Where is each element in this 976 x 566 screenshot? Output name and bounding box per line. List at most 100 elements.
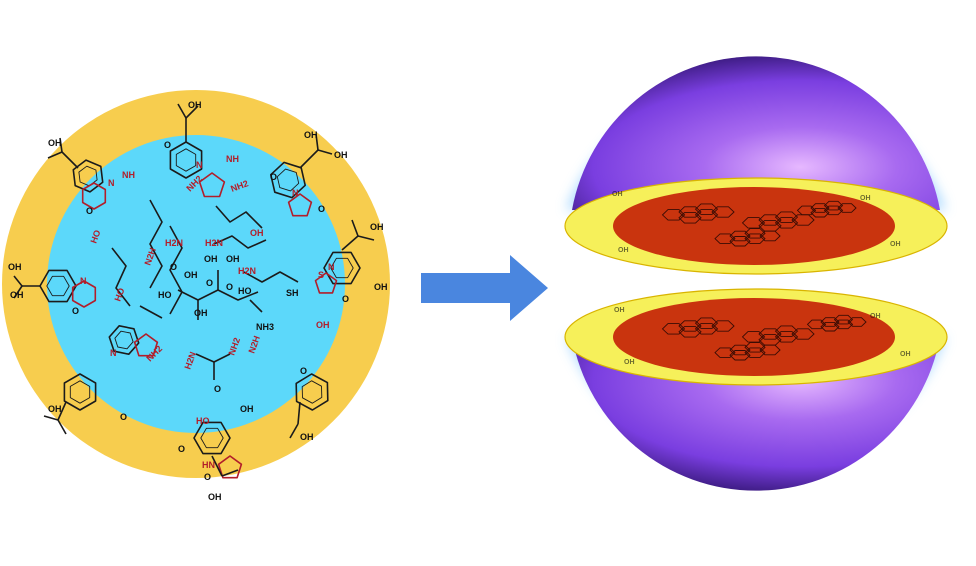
substituent-bond	[59, 137, 63, 153]
lower-cross-section	[564, 288, 948, 386]
right-arrow-icon	[421, 255, 548, 321]
aromatic-inner-ring	[175, 148, 197, 172]
hydroxyl-label: OH	[300, 432, 314, 442]
aromatic-domain	[678, 212, 702, 224]
aromatic-inner-ring	[46, 275, 70, 297]
aromatic-inner-ring	[330, 257, 354, 279]
substituent-bond	[315, 133, 319, 151]
aromatic-ring	[323, 251, 361, 285]
heterocycle-ring	[287, 193, 313, 217]
lower-disc-core	[613, 298, 895, 376]
nitrogen-label: N	[196, 160, 203, 170]
carbonyl-label: O	[72, 306, 79, 316]
nitrogen-label: NH	[122, 170, 135, 180]
aromatic-domain	[759, 344, 781, 356]
aromatic-domain	[744, 347, 766, 358]
aromatic-ring	[193, 421, 231, 455]
aromatic-domain	[810, 203, 830, 213]
aromatic-domain	[833, 319, 854, 330]
aromatic-domain	[820, 321, 840, 332]
hydroxyl-label: OH	[374, 282, 388, 292]
aromatic-domain	[774, 211, 799, 223]
citric-acid-label: OH	[194, 308, 208, 318]
aromatic-domain	[714, 233, 736, 244]
aromatic-domain	[729, 350, 751, 361]
carbon-chain	[149, 199, 163, 289]
aromatic-domain	[741, 217, 766, 229]
hydroxyl-label: OH	[240, 404, 254, 414]
aromatic-domain	[661, 209, 686, 221]
substituent-bond	[351, 219, 359, 237]
substituent-bond	[177, 103, 187, 119]
citric-acid-label: O	[226, 282, 233, 292]
substituent-bond	[299, 149, 319, 169]
aromatic-inner-ring	[200, 427, 224, 449]
substituent-bond	[289, 423, 299, 439]
aromatic-domain	[729, 230, 751, 242]
carbon-chain	[243, 271, 299, 283]
heterocycle-ring	[133, 333, 159, 357]
alcohol-label: HO	[88, 229, 102, 245]
carbon-chain	[215, 205, 263, 229]
hydroxyl-label: OH	[304, 130, 318, 140]
aromatic-inner-ring	[301, 380, 323, 404]
aromatic-ring	[295, 373, 329, 411]
heterocycle-ring	[217, 455, 243, 479]
transformation-arrow	[421, 255, 548, 321]
alcohol-label: OH	[250, 228, 264, 238]
ring-hydroxyl-label: OH	[870, 313, 881, 320]
aromatic-domain	[833, 314, 854, 325]
substituent-bond	[43, 415, 59, 421]
amine-label: H2N	[165, 238, 183, 248]
carbon-chain	[213, 235, 267, 249]
citric-acid-label: OH	[184, 270, 198, 280]
nitrogen-label: N	[292, 188, 299, 198]
aromatic-domain	[810, 207, 830, 218]
carbonyl-label: O	[178, 444, 185, 454]
molecule-labels: OHOHOHOHOHOHOHOHOHOHOHOHOOOOOOOOOONNNNNN…	[8, 100, 388, 502]
aromatic-domain	[729, 344, 751, 356]
thiol-label: SH	[286, 288, 299, 298]
aromatic-inner-ring	[114, 330, 134, 350]
substituent-bond	[211, 455, 223, 477]
carbon-chain	[169, 225, 183, 315]
citric-acid-label: O	[206, 278, 213, 288]
aromatic-domain	[729, 236, 751, 247]
aromatic-domain	[774, 217, 799, 229]
aromatic-ring	[169, 141, 203, 179]
aromatic-domain	[823, 205, 844, 216]
substituent-bond	[297, 401, 301, 425]
aromatic-domain	[744, 228, 766, 239]
citric-acid-label: OH	[226, 254, 240, 264]
aromatic-domain	[661, 323, 686, 335]
carbonyl-label: O	[300, 366, 307, 376]
carbonyl-label: O	[342, 294, 349, 304]
substituent-bond	[57, 419, 67, 435]
substituent-bond	[357, 235, 375, 241]
molecule-structures	[13, 103, 375, 479]
aromatic-domain	[711, 320, 735, 332]
citric-acid-label: HO	[238, 286, 252, 296]
carbonyl-label: O	[204, 472, 211, 482]
citric-acid-label: OH	[204, 254, 218, 264]
aromatic-domain	[774, 331, 799, 343]
carbon-chain	[139, 305, 163, 319]
alcohol-label: HO	[196, 416, 210, 426]
inner-core	[47, 135, 345, 433]
hydroxyl-label: OH	[48, 404, 62, 414]
ring-hydroxyl-label: OH	[900, 351, 911, 358]
aromatic-domain	[744, 342, 766, 353]
upper-aromatic-domains	[661, 200, 857, 247]
aromatic-domain	[694, 323, 719, 335]
ring-hydroxyl-label: OH	[624, 359, 635, 366]
aromatic-domain	[796, 205, 817, 216]
urea-label: O	[214, 384, 221, 394]
aromatic-domain	[714, 347, 736, 358]
alcohol-label: HO	[112, 287, 126, 303]
substituent-bond	[47, 151, 63, 159]
ring-hydroxyl-label: OH	[614, 307, 625, 314]
nitrogen-label: N	[80, 276, 87, 286]
aromatic-domain	[711, 206, 735, 218]
alcohol-label: OH	[316, 320, 330, 330]
